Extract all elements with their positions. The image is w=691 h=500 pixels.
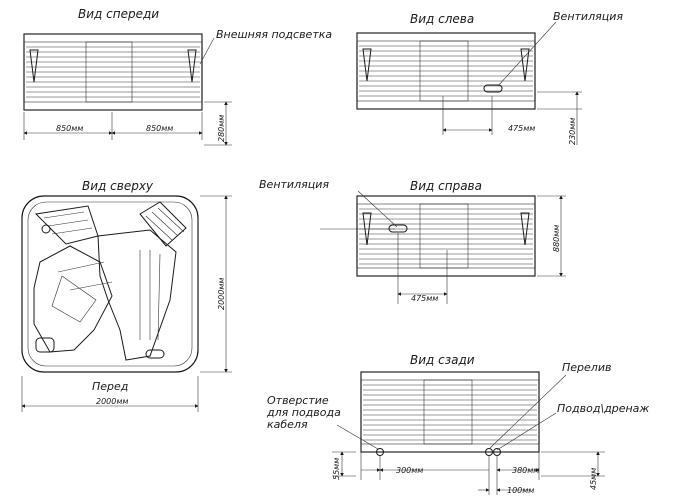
jet bbox=[41, 224, 51, 234]
right-dim-height: 880мм bbox=[552, 225, 561, 252]
front-light-callout: Внешняя подсветка bbox=[216, 28, 332, 41]
front-light-right bbox=[187, 49, 197, 83]
corner-seat bbox=[33, 245, 113, 353]
footwell bbox=[97, 229, 177, 361]
back-view-title: Вид сзади bbox=[410, 353, 475, 367]
left-dimensions: 475мм 230мм bbox=[442, 91, 582, 145]
drain-cover bbox=[145, 349, 165, 359]
right-vent bbox=[388, 224, 408, 233]
back-cable-callout-line3: кабеля bbox=[267, 418, 308, 431]
right-dimensions: 475мм 880мм bbox=[397, 195, 566, 304]
tub-outline bbox=[21, 195, 199, 373]
panel-slats bbox=[363, 384, 537, 441]
front-light-left bbox=[29, 49, 39, 83]
top-dimensions: 2000мм 2000мм bbox=[21, 195, 232, 412]
top-front-label: Перед bbox=[92, 380, 128, 393]
lounger-headrest bbox=[139, 201, 187, 247]
left-view: Вид слева Вентиляция 475мм 230мм bbox=[356, 10, 623, 145]
front-view: Вид спереди Внешняя подсветка 850мм 850м… bbox=[23, 7, 332, 146]
back-panel bbox=[360, 371, 540, 456]
right-dim-width: 475мм bbox=[411, 294, 438, 303]
back-dimensions: 300мм 380мм 100мм 55мм 45мм bbox=[332, 451, 605, 495]
back-cable-callout-line2: для подвода bbox=[266, 406, 341, 419]
front-view-title: Вид спереди bbox=[78, 7, 159, 21]
left-vent bbox=[483, 84, 503, 93]
panel-slats bbox=[359, 208, 533, 265]
back-dim-right: 380мм bbox=[512, 466, 539, 475]
front-dim-left: 850мм bbox=[56, 124, 83, 133]
back-dim-height-right: 45мм bbox=[589, 468, 598, 490]
top-view: Вид сверху Перед 2000мм bbox=[21, 179, 232, 412]
back-dim-left: 300мм bbox=[396, 466, 423, 475]
top-dim-width: 2000мм bbox=[96, 397, 128, 406]
right-view-title: Вид справа bbox=[410, 179, 482, 193]
back-dim-height-left: 55мм bbox=[332, 458, 341, 480]
top-dim-height: 2000мм bbox=[217, 278, 226, 310]
right-panel bbox=[356, 195, 536, 277]
back-drain-callout: Подвод\дренаж bbox=[557, 402, 649, 415]
left-panel bbox=[356, 32, 536, 110]
back-view: Вид сзади Перелив Подвод\дренаж Отверсти… bbox=[266, 353, 649, 495]
back-cable-callout-line1: Отверстие bbox=[267, 394, 329, 407]
panel-slats bbox=[359, 45, 533, 97]
right-view: Вид справа Вентиляция 475мм 880мм bbox=[259, 178, 566, 304]
left-dim-width: 475мм bbox=[508, 124, 535, 133]
left-vent-callout: Вентиляция bbox=[553, 10, 623, 23]
front-dim-height: 280мм bbox=[217, 115, 226, 142]
front-dimensions: 850мм 850мм 280мм bbox=[23, 101, 232, 146]
panel-slats bbox=[26, 46, 200, 98]
left-dim-height: 230мм bbox=[568, 118, 577, 145]
back-overflow-callout: Перелив bbox=[562, 361, 611, 374]
front-panel bbox=[23, 33, 203, 111]
right-vent-callout: Вентиляция bbox=[259, 178, 329, 191]
filter bbox=[35, 337, 55, 353]
left-view-title: Вид слева bbox=[410, 12, 474, 26]
front-dim-right: 850мм bbox=[146, 124, 173, 133]
top-view-title: Вид сверху bbox=[82, 179, 154, 193]
back-dim-bottom: 100мм bbox=[507, 486, 534, 495]
